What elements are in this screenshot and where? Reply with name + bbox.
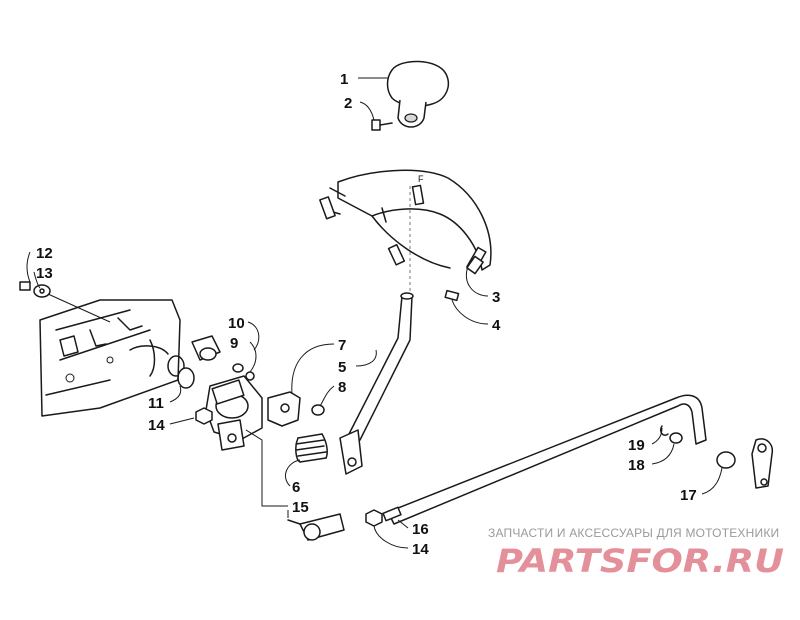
shift-rod-part[interactable] bbox=[382, 394, 707, 525]
washer-18-part[interactable] bbox=[669, 432, 736, 469]
callout-2: 2 bbox=[344, 95, 352, 112]
callout-17: 17 bbox=[680, 487, 697, 504]
shaft-housing-part[interactable] bbox=[205, 375, 263, 451]
washer-8-part[interactable] bbox=[311, 404, 325, 416]
callout-12: 12 bbox=[36, 245, 53, 262]
plug-10-part[interactable] bbox=[191, 335, 221, 361]
nut-14b-part[interactable] bbox=[365, 509, 383, 527]
callout-4: 4 bbox=[492, 317, 501, 334]
callout-5: 5 bbox=[338, 359, 346, 376]
shift-guide-part[interactable]: F bbox=[319, 169, 492, 272]
shift-lever-part[interactable] bbox=[339, 292, 414, 475]
callout-7: 7 bbox=[338, 337, 346, 354]
callout-13: 13 bbox=[36, 265, 53, 282]
callout-9: 9 bbox=[230, 335, 238, 352]
callout-6: 6 bbox=[292, 479, 300, 496]
callout-14a: 14 bbox=[148, 417, 165, 434]
ball-joint-part[interactable] bbox=[287, 513, 345, 541]
pad-part[interactable] bbox=[444, 289, 460, 302]
oring-9-part[interactable] bbox=[232, 363, 255, 381]
callout-15: 15 bbox=[292, 499, 309, 516]
shift-knob-part[interactable] bbox=[386, 60, 450, 128]
watermark-logo-text: PARTSFOR.RU bbox=[496, 542, 784, 578]
oring-11-part[interactable] bbox=[167, 355, 195, 389]
watermark-tagline: ЗАПЧАСТИ И АКСЕССУАРЫ ДЛЯ МОТОТЕХНИКИ bbox=[488, 526, 780, 540]
washer-13-part[interactable] bbox=[33, 284, 51, 298]
clip-19-part[interactable] bbox=[659, 425, 669, 437]
engine-case-part bbox=[39, 299, 181, 417]
callout-11: 11 bbox=[148, 395, 164, 412]
nut-14a-part[interactable] bbox=[195, 407, 213, 425]
bolt-line bbox=[47, 293, 111, 323]
callout-19: 19 bbox=[628, 437, 645, 454]
callout-14b: 14 bbox=[412, 541, 429, 558]
callout-10: 10 bbox=[228, 315, 245, 332]
callout-18: 18 bbox=[628, 457, 645, 474]
spring-part[interactable] bbox=[295, 433, 328, 463]
leader-lines bbox=[26, 77, 723, 549]
callout-16: 16 bbox=[412, 521, 429, 538]
callout-8: 8 bbox=[338, 379, 346, 396]
clip-part[interactable] bbox=[466, 255, 484, 275]
callout-3: 3 bbox=[492, 289, 500, 306]
bracket-part[interactable] bbox=[267, 391, 301, 427]
bolt-12-part[interactable] bbox=[19, 281, 31, 291]
callout-1: 1 bbox=[340, 71, 348, 88]
watermark-logo: PARTSFOR.RU bbox=[496, 542, 784, 578]
shift-arm-part[interactable] bbox=[751, 438, 774, 489]
svg-text:F: F bbox=[418, 174, 424, 184]
knob-screw-part[interactable] bbox=[371, 119, 393, 131]
